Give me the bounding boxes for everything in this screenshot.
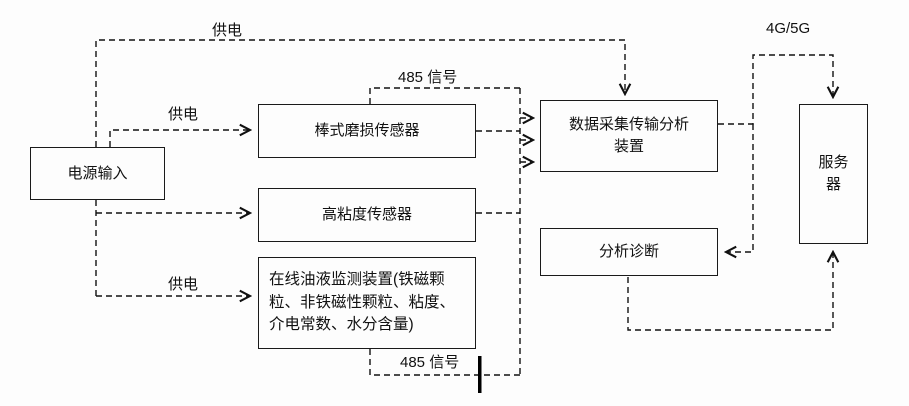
edge-485-top [369,87,520,104]
node-analysis-diagnosis-label: 分析诊断 [598,243,659,261]
node-rod-wear-sensor: 棒式磨损传感器 [258,104,476,158]
node-power-input-label: 电源输入 [67,164,128,182]
edge-label-485-signal-top: 485 信号 [398,69,458,86]
edge-label-power-mid: 供电 [168,106,199,123]
edge-analysis-to-server [627,252,833,331]
node-server-label: 服务器 [818,154,849,193]
tick-mark [478,356,482,393]
node-rod-wear-sensor-label: 棒式磨损传感器 [314,122,420,140]
node-online-oil-monitor-label: 在线油液监测装置(铁磁颗粒、非铁磁性颗粒、粘度、介电常数、水分含量) [269,271,456,334]
edge-power-to-daq [95,39,625,147]
node-power-input: 电源输入 [30,147,165,200]
edge-label-4g5g: 4G/5G [766,20,811,37]
edge-label-power-bottom: 供电 [168,276,199,293]
edge-label-485-signal-bottom: 485 信号 [400,354,460,371]
node-data-acquisition: 数据采集传输分析装置 [540,100,718,172]
edge-label-power-top: 供电 [212,22,243,39]
edge-4g5g-to-server [718,54,833,125]
node-server: 服务器 [799,104,868,244]
node-data-acquisition-label: 数据采集传输分析装置 [568,116,689,155]
edge-485-bottom [369,349,520,376]
node-high-viscosity-sensor: 高粘度传感器 [258,188,476,242]
node-online-oil-monitor: 在线油液监测装置(铁磁颗粒、非铁磁性颗粒、粘度、介电常数、水分含量) [258,257,476,349]
node-high-viscosity-sensor-label: 高粘度传感器 [321,206,412,224]
edge-to-analysis [726,124,754,252]
node-analysis-diagnosis: 分析诊断 [540,228,718,276]
edge-power-to-rod-sensor [109,130,250,147]
